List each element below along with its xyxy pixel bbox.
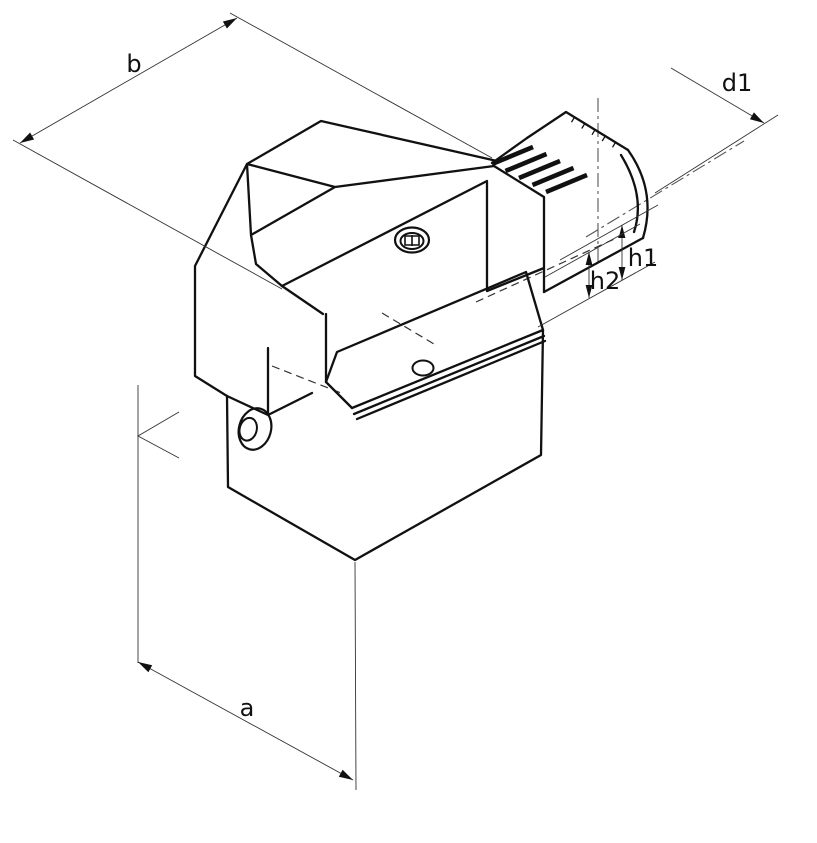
a-reference-tick <box>137 411 180 459</box>
a-arrowhead-right <box>338 769 353 780</box>
h1-arrowhead-down <box>618 267 626 280</box>
d1-arrowhead <box>749 112 764 123</box>
groove-edges <box>225 284 354 417</box>
serrated-boss <box>490 110 649 294</box>
a-dimension-line <box>137 661 354 781</box>
serration-tick <box>591 129 596 136</box>
serration-tick <box>581 123 586 129</box>
dimension-h2: h2 <box>544 223 641 298</box>
h2-arrowhead-up <box>585 252 593 265</box>
dimension-label-a: a <box>240 694 255 722</box>
counterbore-outer <box>237 407 273 451</box>
top-clamp-screw <box>393 226 431 254</box>
serration-top-ticks <box>570 116 617 148</box>
serration-tooth <box>518 158 561 181</box>
serration-tooth <box>545 172 588 195</box>
boss-round-end-inner <box>619 153 640 234</box>
tool-holder-body <box>193 110 649 562</box>
d1-extension-line <box>654 114 779 194</box>
dimension-label-d1: d1 <box>722 69 753 97</box>
serration-teeth <box>491 144 588 195</box>
dimension-a: a <box>137 385 357 791</box>
b-arrowhead-top <box>222 18 237 29</box>
serration-tick <box>611 141 617 148</box>
serration-tick <box>570 116 576 123</box>
d1-dimension-line <box>670 67 765 124</box>
h2-arrowhead-down <box>585 285 593 298</box>
dimension-label-h1: h1 <box>628 244 658 272</box>
serration-tick <box>601 135 606 142</box>
screw-socket <box>404 235 420 246</box>
dimension-label-b: b <box>126 50 141 78</box>
upper-block-outline <box>193 119 546 398</box>
dimension-d1: d1 <box>654 67 779 194</box>
h2-reference-line-top <box>544 223 641 278</box>
b-extension-line-lower <box>12 139 283 290</box>
b-arrowhead-bottom <box>20 132 35 143</box>
plate-top-face <box>324 270 545 410</box>
boss-axis-center-line <box>585 140 745 238</box>
a-extension-line-right <box>354 561 357 791</box>
serration-tooth <box>504 151 548 174</box>
serration-tooth <box>491 144 534 167</box>
hidden-edges <box>271 235 622 394</box>
side-counterbore <box>237 407 273 451</box>
b-extension-line-upper <box>229 12 493 159</box>
b-dimension-line <box>19 17 238 144</box>
h-reference-line-bottom <box>537 261 656 328</box>
plate-seam-lines <box>352 334 547 421</box>
boss-round-end-outer <box>626 148 649 240</box>
hidden-slot-edge-mid <box>381 312 435 345</box>
boss-top-face <box>490 110 645 294</box>
plate-hole <box>411 359 435 377</box>
lower-block-outline <box>225 328 545 562</box>
clamp-plate <box>225 270 547 421</box>
dimension-label-h2: h2 <box>590 267 620 295</box>
screw-outer-circle <box>393 226 431 254</box>
counterbore-inner <box>238 416 258 442</box>
center-lines <box>585 98 745 262</box>
screw-inner-circle <box>399 232 425 250</box>
serration-tooth <box>531 165 575 188</box>
dimension-b: b <box>12 12 493 290</box>
h1-reference-line-top <box>559 204 659 261</box>
hidden-seat-edge-right <box>475 235 622 303</box>
a-arrowhead-left <box>138 662 153 673</box>
